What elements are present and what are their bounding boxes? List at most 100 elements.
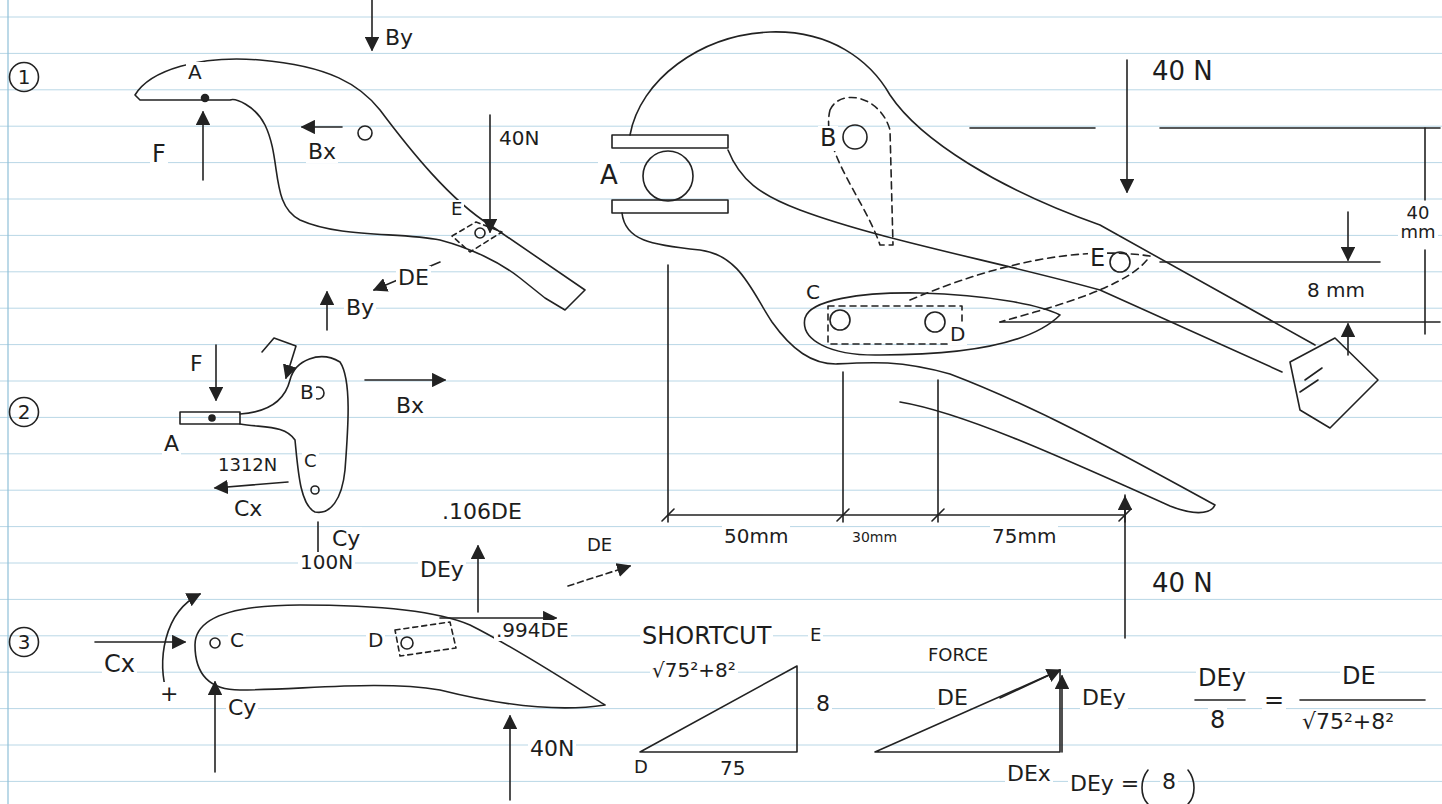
pliers-drawing-stroke	[804, 293, 1060, 355]
ruling-lines-stroke	[0, 453, 1442, 454]
free-body-3-stroke	[1195, 699, 1245, 701]
free-body-1-stroke	[358, 126, 372, 140]
free-body-2-stroke	[311, 486, 319, 494]
step-number: 3	[8, 626, 40, 658]
free-body-3-stroke	[1188, 770, 1194, 804]
free-body-2-stroke	[215, 482, 288, 488]
handwritten-label: Bx	[306, 140, 338, 163]
handwritten-label: 40N	[497, 128, 541, 149]
ruling-lines-stroke	[7, 0, 8, 804]
free-body-3-stroke	[440, 617, 556, 619]
step-circle: 3	[8, 626, 40, 658]
handwritten-label: E	[808, 626, 823, 645]
free-body-3-stroke	[509, 716, 511, 800]
pliers-drawing-stroke	[1126, 60, 1128, 192]
free-body-1-stroke	[452, 222, 502, 252]
free-body-1-stroke	[489, 115, 491, 232]
free-body-3-stroke	[395, 622, 456, 656]
free-body-3-stroke	[875, 670, 1060, 752]
handwritten-label: C	[302, 452, 319, 471]
free-body-1-stroke	[302, 126, 342, 128]
free-body-1-stroke	[135, 59, 585, 310]
handwritten-label: 8 mm	[1305, 280, 1367, 301]
pliers-drawing-stroke	[643, 151, 693, 201]
pliers-drawing-stroke	[829, 97, 893, 245]
free-body-3-stroke	[477, 546, 479, 612]
free-body-3-stroke	[1142, 770, 1148, 804]
free-body-2-stroke	[326, 292, 328, 330]
handwritten-label: DE	[935, 686, 970, 709]
handwritten-label: A	[162, 432, 181, 455]
pliers-drawing-stroke	[728, 150, 1282, 372]
pliers-drawing-stroke	[1110, 252, 1130, 272]
ruling-lines-stroke	[0, 17, 1442, 18]
handwritten-label: 75mm	[990, 526, 1058, 547]
free-body-3-stroke	[210, 638, 220, 648]
pliers-drawing-stroke	[1347, 212, 1349, 260]
ruling-lines-stroke	[0, 563, 1442, 564]
free-body-2-stroke	[209, 415, 215, 421]
step-circle: 1	[8, 61, 40, 93]
handwritten-label: By	[344, 296, 376, 319]
handwritten-label: Bx	[394, 394, 426, 417]
handwritten-label: SHORTCUT	[640, 624, 773, 649]
handwritten-label: By	[383, 26, 415, 49]
pliers-drawing-stroke	[612, 135, 728, 148]
handwritten-label: D	[948, 324, 967, 345]
free-body-2-stroke	[262, 338, 296, 378]
ruling-lines-stroke	[0, 308, 1442, 309]
ruling-lines-stroke	[0, 526, 1442, 527]
pliers-drawing-stroke	[1124, 497, 1126, 638]
handwritten-label: B	[298, 382, 316, 403]
handwritten-label: 40 N	[1150, 570, 1215, 597]
pliers-drawing-stroke	[612, 200, 728, 213]
handwritten-label: DE	[585, 536, 614, 555]
handwritten-label: 50mm	[722, 526, 790, 547]
handwritten-label: A	[598, 162, 620, 189]
ruling-lines-stroke	[0, 417, 1442, 418]
pliers-drawing-stroke	[910, 253, 1150, 322]
free-body-2-stroke	[240, 357, 348, 513]
handwritten-label: 40 mm	[1398, 204, 1438, 242]
ruling-lines-stroke	[0, 235, 1442, 236]
handwritten-label: 8	[1208, 708, 1227, 733]
handwritten-label: √75²+8²	[650, 660, 738, 681]
handwritten-label: .106DE	[440, 500, 524, 523]
handwritten-label: Cx	[232, 497, 264, 520]
handwritten-label: A	[186, 62, 204, 83]
free-body-2-stroke	[215, 345, 217, 400]
pliers-drawing-stroke	[1000, 262, 1440, 322]
handwritten-label: E	[449, 200, 464, 219]
pliers-drawing-stroke	[1347, 324, 1349, 355]
handwritten-label: Cy	[330, 527, 362, 550]
handwritten-label: D	[366, 630, 385, 651]
free-body-3-stroke	[1000, 670, 1060, 698]
free-body-1-stroke	[374, 262, 440, 290]
ruling-lines-stroke	[0, 490, 1442, 491]
handwritten-label: Cy	[226, 696, 258, 719]
free-body-1-stroke	[371, 0, 373, 50]
pliers-drawing-stroke	[668, 514, 1125, 516]
pliers-drawing-stroke	[668, 265, 1125, 522]
free-body-1-stroke	[475, 228, 485, 238]
handwritten-label: DEx	[1005, 762, 1053, 785]
free-body-3-stroke	[214, 682, 216, 772]
handwritten-label: DE	[396, 266, 431, 289]
free-body-3-stroke	[95, 641, 185, 643]
ruling-lines-stroke	[0, 53, 1442, 54]
ruling-lines-stroke	[0, 126, 1442, 127]
free-body-3-stroke	[1300, 699, 1425, 701]
handwritten-label: √75²+8²	[1300, 710, 1396, 733]
handwritten-label: 40N	[528, 737, 576, 760]
handwritten-label: 1312N	[216, 456, 279, 475]
free-body-3-stroke	[1061, 676, 1063, 752]
pliers-drawing-stroke	[622, 213, 1215, 513]
pliers-drawing-stroke	[843, 125, 867, 149]
free-body-1-stroke	[202, 112, 204, 180]
pliers-drawing-stroke	[1300, 368, 1322, 392]
ruling-lines-stroke	[0, 271, 1442, 272]
pliers-drawing-stroke	[828, 306, 962, 344]
handwritten-label: C	[804, 282, 822, 303]
